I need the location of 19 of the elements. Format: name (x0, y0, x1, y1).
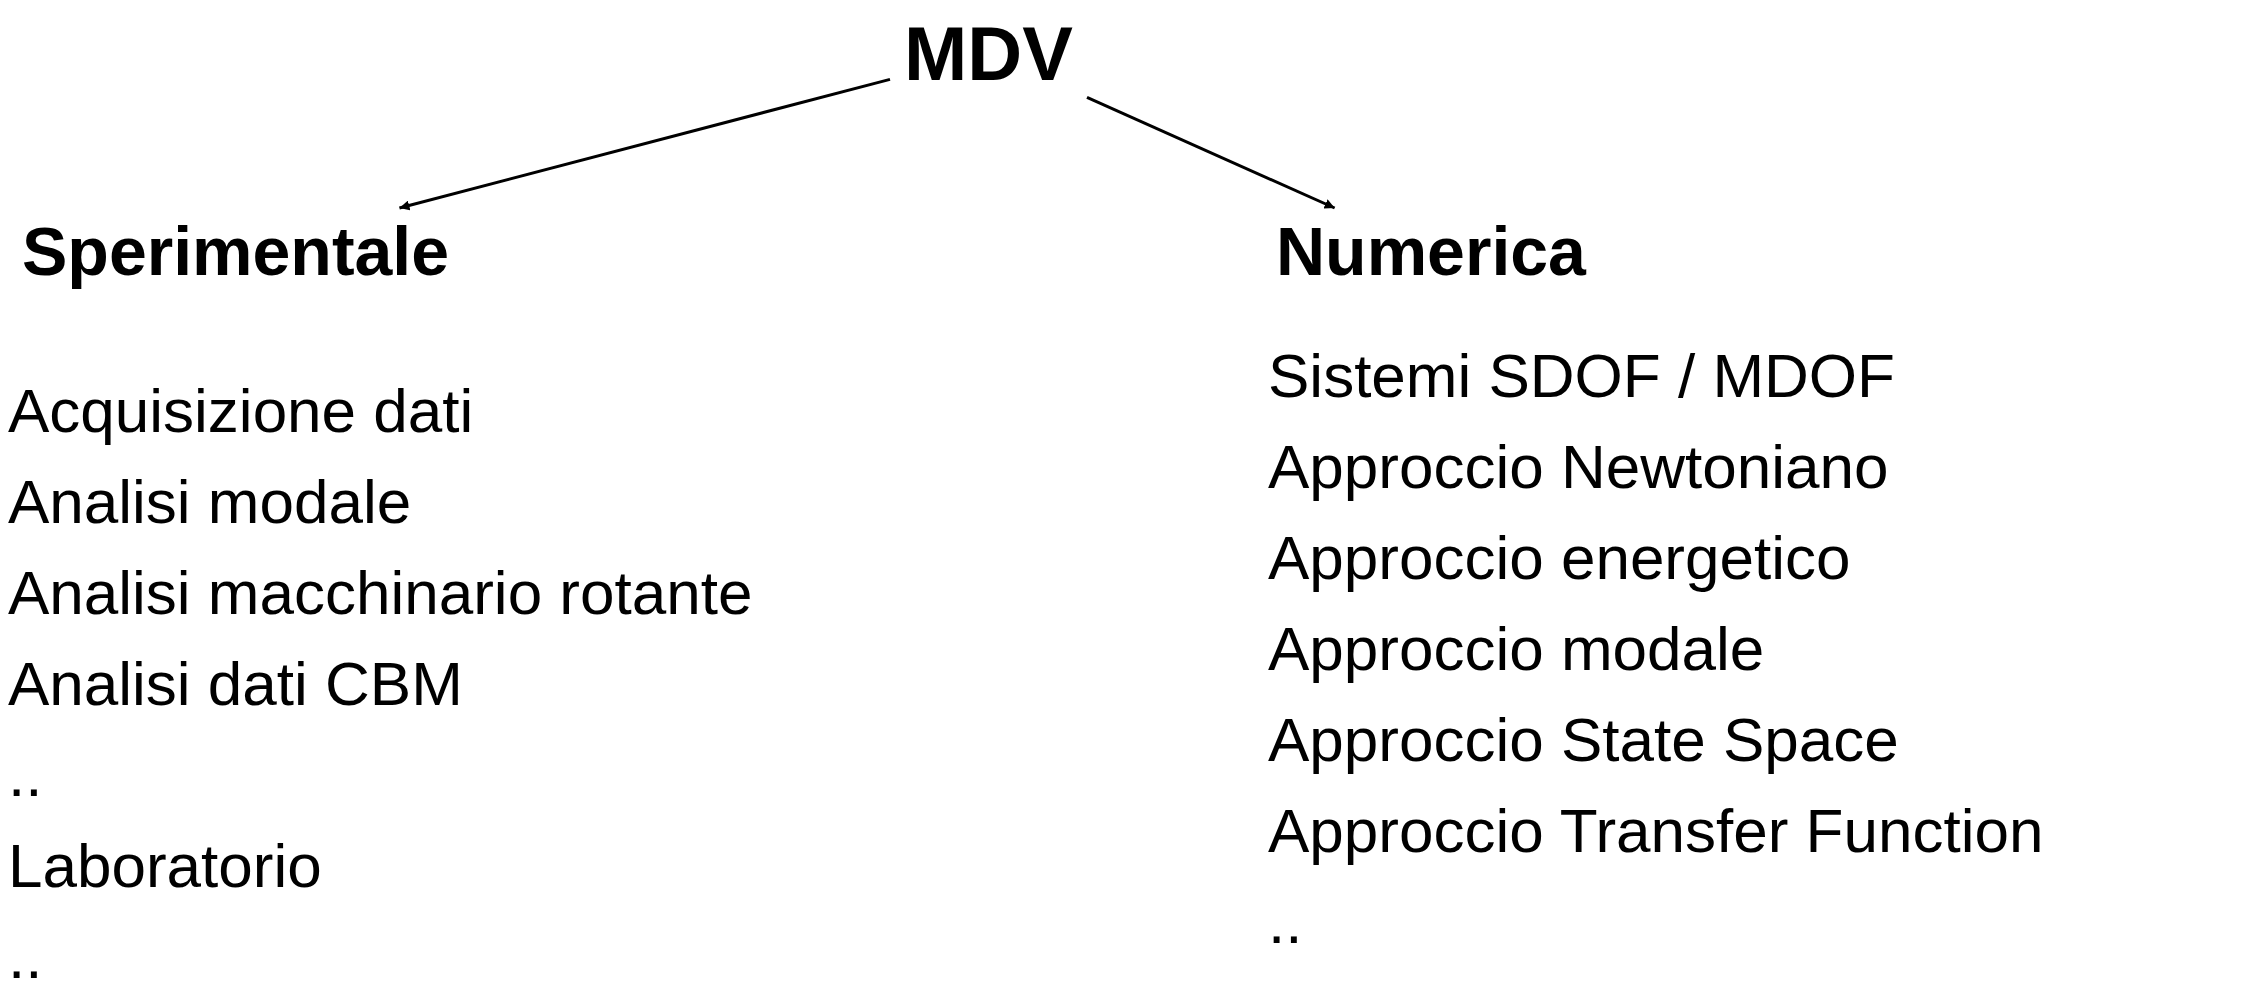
list-item-text: Sistemi SDOF / MDOF (1268, 340, 1896, 412)
heading-text: Sperimentale (22, 212, 450, 291)
list-item-text: Analisi macchinario rotante (8, 557, 753, 629)
list-item-text: Approccio energetico (1268, 522, 1852, 594)
list-item-text: Approccio Transfer Function (1268, 795, 2044, 867)
list-item-text: Acquisizione dati (8, 375, 475, 447)
arrow (1086, 96, 1336, 210)
list-item-text: Approccio Newtoniano (1268, 431, 1890, 503)
list-item-text: Approccio State Space (1268, 704, 1900, 776)
list-item-text: Laboratorio (8, 830, 323, 902)
list-item-text: .. (8, 739, 44, 811)
arrow (399, 77, 891, 211)
list-item-text: Analisi modale (8, 466, 413, 538)
list-item-text: Analisi dati CBM (8, 648, 464, 720)
list-item-text: .. (1268, 886, 1304, 958)
heading-text: Numerica (1276, 212, 1586, 291)
list-item-text: Approccio modale (1268, 613, 1766, 685)
list-item-text: .. (8, 921, 44, 984)
heading-text: MDV (904, 10, 1073, 98)
